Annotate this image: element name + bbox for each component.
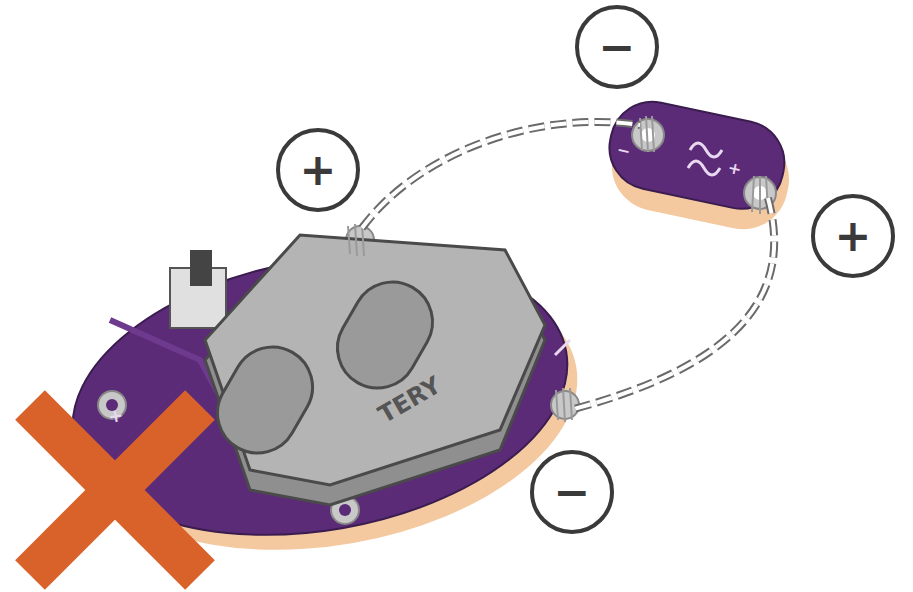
wrong-mark (30, 405, 200, 575)
polarity-circle: − (530, 450, 614, 534)
polarity-circle: + (276, 128, 360, 212)
led-sewable (602, 94, 798, 238)
polarity-sign: − (599, 25, 636, 69)
polarity-circle: − (575, 5, 659, 89)
polarity-circle: + (811, 194, 895, 278)
polarity-sign: + (835, 214, 872, 258)
polarity-sign: + (300, 148, 337, 192)
conductive-thread (362, 122, 774, 410)
polarity-sign: − (554, 470, 591, 514)
